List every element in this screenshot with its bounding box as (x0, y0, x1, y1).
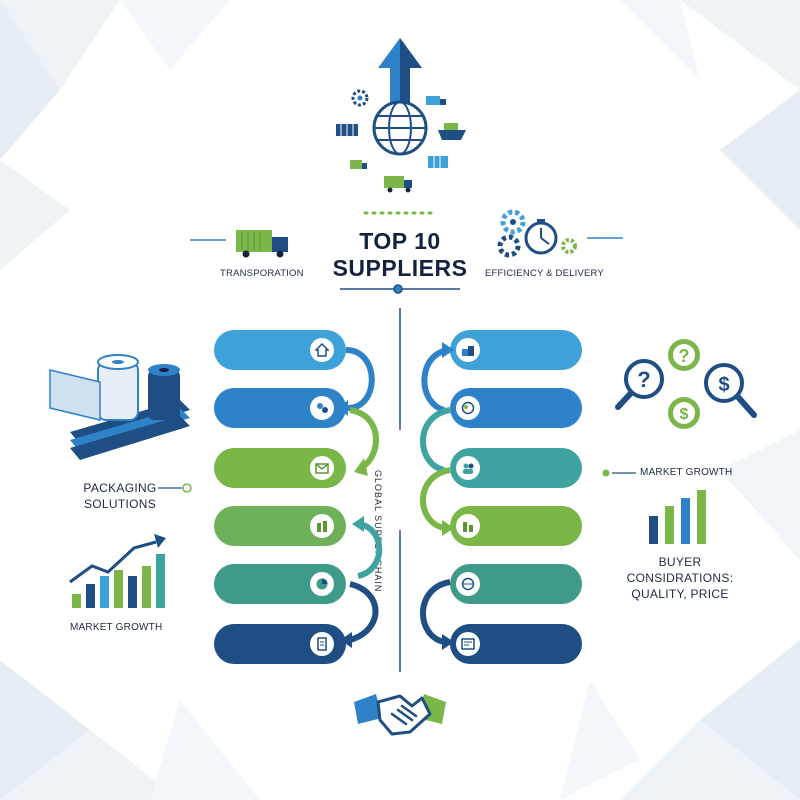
truck-icon (426, 96, 446, 105)
globe-small-icon (456, 396, 480, 420)
boxes-icon (456, 338, 480, 362)
document-icon (310, 632, 334, 656)
bar-chart-right-icon (649, 490, 706, 544)
container-icon (336, 124, 358, 136)
truck-bottom-icon (384, 176, 412, 193)
ship-icon (438, 123, 466, 140)
question-circle-icon: ? (668, 339, 700, 371)
supplier-row-right-5 (450, 564, 582, 604)
svg-text:$: $ (718, 374, 729, 396)
supplier-row-left-2 (214, 388, 346, 428)
house-icon (310, 338, 334, 362)
products-icon (456, 514, 480, 538)
center-divider (399, 308, 401, 672)
stopwatch-icon (524, 219, 558, 255)
supplier-row-right-2 (450, 388, 582, 428)
flow-arrows (340, 342, 454, 650)
transport-group (190, 230, 288, 258)
market-growth-right-connector (602, 469, 636, 477)
supplier-row-left-5 (214, 564, 346, 604)
envelope-icon (310, 456, 334, 480)
supplier-row-left-3 (214, 448, 346, 488)
buyer-label-text: BUYER CONSIDRATIONS: QUALITY, PRICE (626, 555, 734, 601)
page-title-line2: SUPPLIERS (332, 255, 468, 281)
truck-icon (236, 230, 288, 258)
supplier-row-right-6 (450, 624, 582, 664)
supplier-row-right-3 (450, 448, 582, 488)
pie-icon (310, 572, 334, 596)
efficiency-label: EFFICIENCY & DELIVERY (485, 268, 604, 279)
globe-icon (372, 100, 428, 156)
arrow-right-4 (420, 579, 451, 645)
gear-green-icon (561, 238, 577, 254)
packaging-roll-icon (49, 354, 190, 460)
arrow-left-3 (357, 521, 383, 579)
dollar-icon: $ (668, 397, 700, 429)
supplier-row-left-6 (214, 624, 346, 664)
gear-icon (351, 89, 369, 107)
arrow-left-4 (348, 581, 379, 643)
gear-icon (500, 209, 526, 235)
supplier-row-right-4 (450, 506, 582, 546)
title-underline (340, 284, 460, 294)
top-hub (336, 38, 466, 193)
arrow-right-3 (420, 467, 451, 531)
market-growth-right-label: MARKET GROWTH (640, 467, 733, 478)
svg-text:$: $ (680, 406, 689, 423)
packaging-label: PACKAGING SOLUTIONS (70, 480, 170, 512)
container-2-icon (428, 156, 448, 168)
network-icon (456, 572, 480, 596)
title-dots (363, 211, 437, 215)
packaging-label-text: PACKAGING SOLUTIONS (83, 481, 157, 511)
svg-text:?: ? (637, 367, 650, 392)
arrow-right-2 (420, 407, 451, 473)
svg-text:?: ? (679, 346, 690, 366)
bottles-icon (310, 514, 334, 538)
buyer-icons: ? ? $ $ (615, 339, 757, 429)
invoice-icon (456, 632, 480, 656)
magnifier-question-icon: ? (615, 359, 664, 410)
coins-icon (310, 396, 334, 420)
gear-2-icon (497, 234, 521, 258)
bar-chart-icon (69, 534, 166, 608)
market-growth-left-label: MARKET GROWTH (70, 622, 163, 633)
arrow-left-1 (345, 347, 375, 411)
truck-green-icon (350, 160, 367, 169)
supplier-row-right-1 (450, 330, 582, 370)
buyer-label: BUYER CONSIDRATIONS: QUALITY, PRICE (610, 554, 750, 602)
efficiency-group (497, 209, 623, 258)
transportation-label: TRANSPORATION (220, 268, 304, 279)
upload-arrow-icon (378, 38, 422, 120)
magnifier-dollar-icon: $ (704, 363, 757, 418)
packaging-connector (158, 483, 192, 493)
arrow-left-2 (349, 407, 379, 471)
page-title-line1: TOP 10 (359, 228, 441, 254)
arrow-right-1 (421, 347, 451, 413)
people-icon (456, 456, 480, 480)
supplier-row-left-4 (214, 506, 346, 546)
supplier-row-left-1 (214, 330, 346, 370)
handshake-icon (354, 694, 446, 736)
